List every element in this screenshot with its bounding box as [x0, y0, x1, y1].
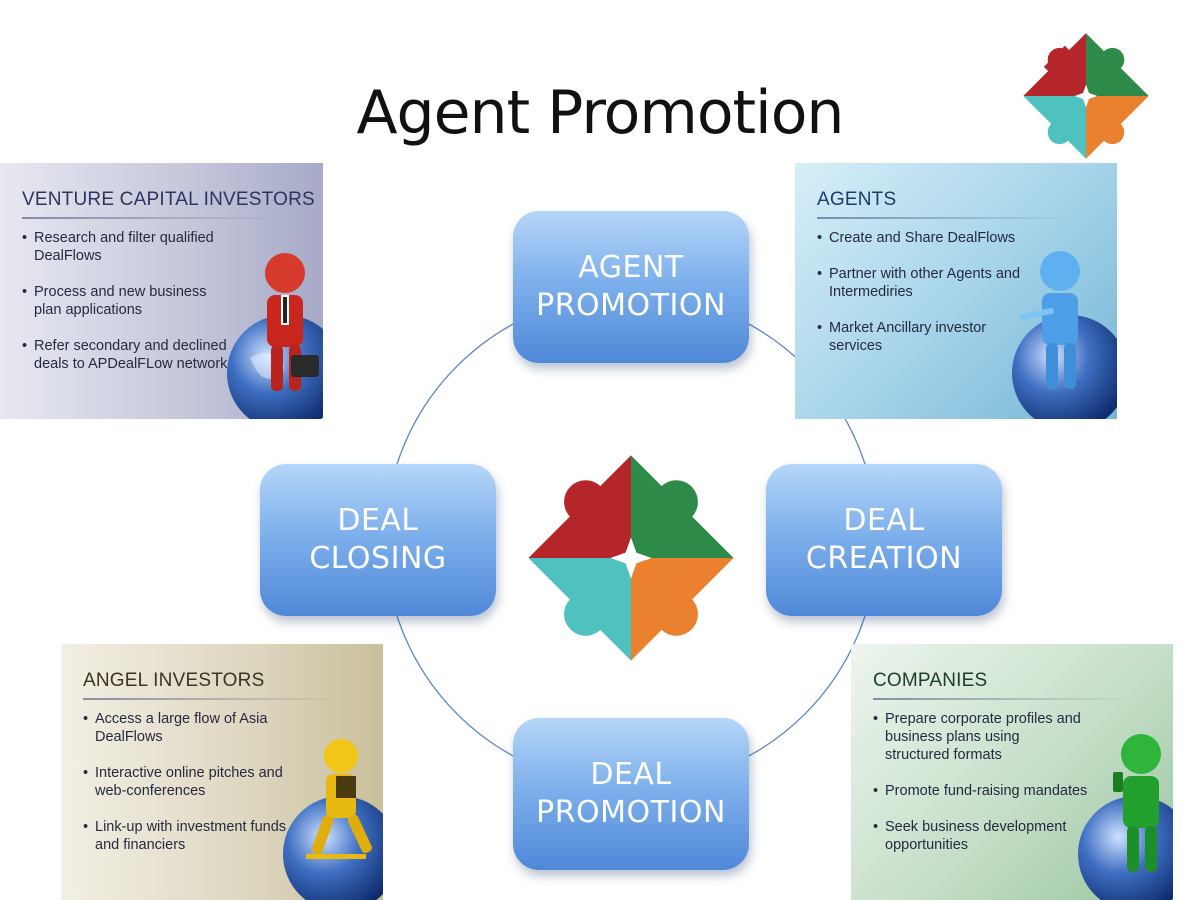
bullet-item: Promote fund-raising mandates — [873, 782, 1088, 800]
blue-person-icon — [1020, 251, 1080, 389]
card-companies: COMPANIES Prepare corporate profiles and… — [851, 644, 1173, 900]
node-agent-promotion: AGENT PROMOTION — [513, 211, 749, 363]
bullet-item: Prepare corporate profiles and business … — [873, 710, 1088, 764]
bullet-item: Research and filter qualified DealFlows — [22, 229, 237, 265]
bullet-list: Research and filter qualified DealFlows … — [22, 229, 237, 391]
card-title: ANGEL INVESTORS — [83, 670, 265, 691]
bullet-list: Prepare corporate profiles and business … — [873, 710, 1088, 872]
bullet-item: Process and new business plan applicatio… — [22, 283, 237, 319]
node-deal-creation: DEAL CREATION — [766, 464, 1002, 616]
divider — [873, 698, 1133, 700]
people-quad-logo-center-icon — [528, 455, 734, 661]
bullet-item: Market Ancillary investor services — [817, 319, 1032, 355]
bullet-list: Access a large flow of Asia DealFlows In… — [83, 710, 298, 872]
divider — [22, 217, 282, 219]
bullet-item: Access a large flow of Asia DealFlows — [83, 710, 298, 746]
bullet-list: Create and Share DealFlows Partner with … — [817, 229, 1032, 373]
node-deal-promotion: DEAL PROMOTION — [513, 718, 749, 870]
bullet-item: Interactive online pitches and web-confe… — [83, 764, 298, 800]
bullet-item: Seek business development opportunities — [873, 818, 1088, 854]
divider — [83, 698, 343, 700]
bullet-item: Partner with other Agents and Intermedir… — [817, 265, 1032, 301]
yellow-runner-icon — [306, 739, 373, 859]
card-agents: AGENTS Create and Share DealFlows Partne… — [795, 163, 1117, 419]
card-title: VENTURE CAPITAL INVESTORS — [22, 189, 315, 210]
bullet-item: Refer secondary and declined deals to AP… — [22, 337, 237, 373]
people-quad-logo-icon — [1023, 33, 1149, 159]
card-venture-capital-investors: VENTURE CAPITAL INVESTORS Research and f… — [0, 163, 323, 419]
divider — [817, 217, 1077, 219]
card-angel-investors: ANGEL INVESTORS Access a large flow of A… — [61, 644, 383, 900]
green-person-icon — [1113, 734, 1161, 872]
card-title: AGENTS — [817, 189, 897, 210]
card-title: COMPANIES — [873, 670, 988, 691]
red-businessman-icon — [265, 253, 319, 391]
page-title: Agent Promotion — [356, 78, 845, 148]
bullet-item: Link-up with investment funds and financ… — [83, 818, 298, 854]
bullet-item: Create and Share DealFlows — [817, 229, 1032, 247]
node-deal-closing: DEAL CLOSING — [260, 464, 496, 616]
